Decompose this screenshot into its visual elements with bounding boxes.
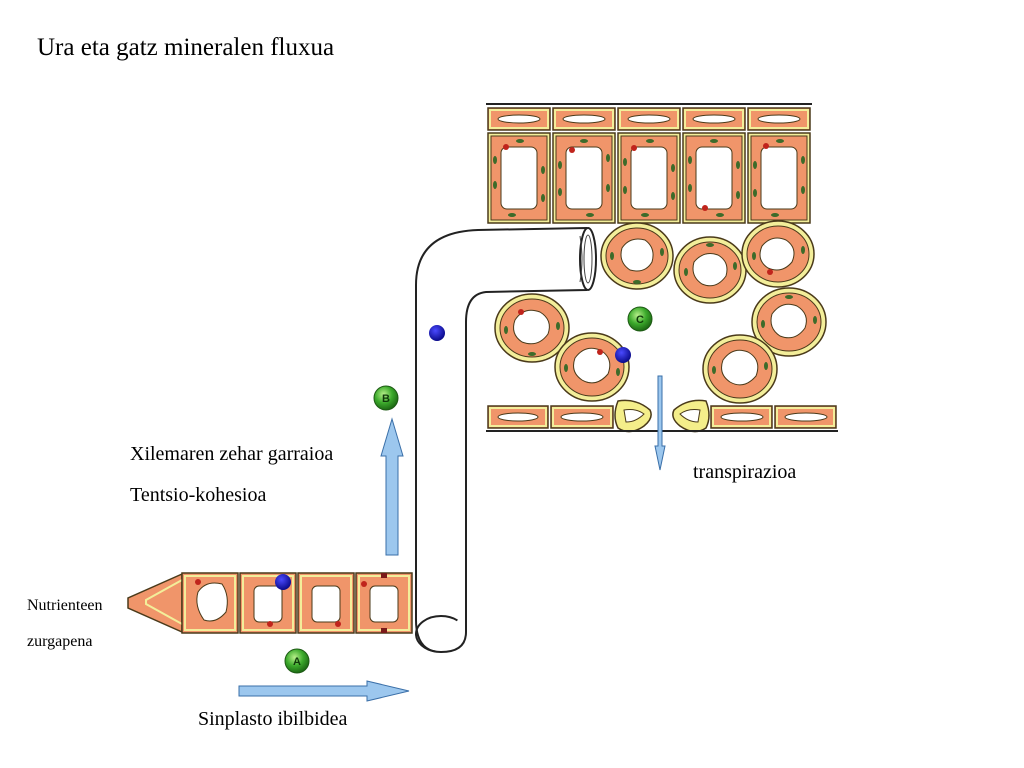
epidermis-cell [552,107,616,131]
guard-cell [672,399,710,433]
marker-b: B [373,385,399,411]
xylem-vessel [415,226,597,654]
epidermis-cell [682,107,746,131]
marker-c: C [627,306,653,332]
epidermis-cell [774,405,837,429]
nutrient-absorption-label-line2: zurgapena [27,633,93,650]
spongy-cell [673,236,747,304]
xylem-arrow [380,417,404,556]
guard-cell [614,399,652,433]
symplast-arrow [238,680,410,702]
epidermis-cell [550,405,614,429]
epidermis-cell [747,107,811,131]
spongy-cell [702,334,778,404]
root-cortex-cell [297,572,355,634]
epidermis-cell [487,405,549,429]
epidermis-cell [617,107,681,131]
upper-epidermis [486,103,812,131]
marker-b-label: B [382,393,390,405]
symplast-path-label: Sinplasto ibilbidea [198,708,348,730]
marker-a: A [284,648,310,674]
epidermis-cell [487,107,551,131]
spongy-mesophyll [494,220,827,404]
water-molecule [615,347,631,363]
marker-c-label: C [636,314,644,326]
epidermis-cell [710,405,773,429]
xylem-transport-label: Xilemaren zehar garraioa [130,443,334,465]
palisade-cell [747,132,811,224]
spongy-cell [741,220,815,288]
lower-epidermis [486,399,838,433]
transpiration-label: transpirazioa [693,461,797,483]
page-title: Ura eta gatz mineralen fluxua [37,34,335,61]
marker-a-label: A [293,656,301,668]
water-molecule [429,325,445,341]
spongy-cell [554,332,630,402]
spongy-cell [494,293,570,363]
water-molecule [275,574,291,590]
root-cells [127,572,413,634]
transpiration-arrow [654,375,666,471]
palisade-cell [552,132,616,224]
tension-cohesion-label: Tentsio-kohesioa [130,484,267,506]
palisade-cell [487,132,551,224]
spongy-cell [600,222,674,290]
root-hair-cell [127,572,239,634]
palisade-cell [617,132,681,224]
root-endodermis-cell [355,572,413,634]
spongy-cell [751,287,827,357]
nutrient-absorption-label-line1: Nutrienteen [27,597,103,614]
palisade-cell [682,132,746,224]
palisade-layer [487,132,811,224]
